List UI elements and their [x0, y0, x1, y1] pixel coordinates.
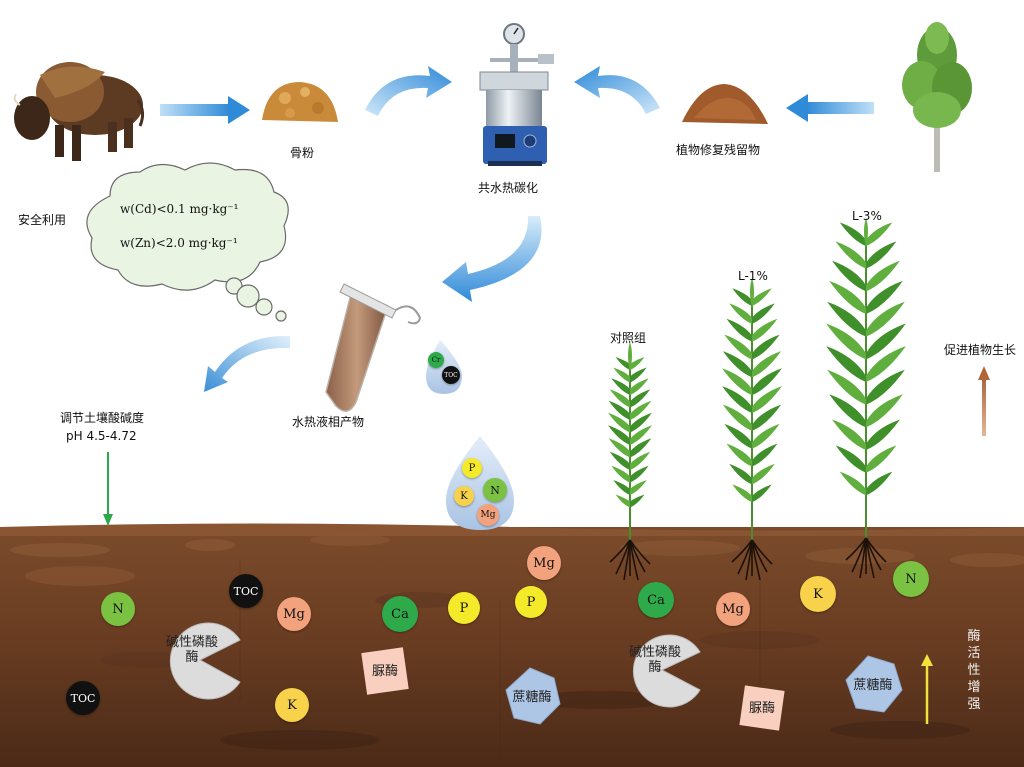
urease-shape-2: [739, 685, 785, 731]
ph-range-label: pH 4.5-4.72: [66, 429, 137, 443]
l1-plant: [722, 278, 782, 581]
element-ball-ca: Ca: [382, 596, 418, 632]
alkaline-phosphatase-text-1: 碱性磷酸酶: [165, 635, 218, 665]
element-ball-mg: Mg: [716, 592, 750, 626]
arrow-bison-to-bone: [160, 96, 250, 124]
urease-text-2: 脲酶: [748, 700, 775, 716]
l3-plant: [826, 218, 906, 579]
plant-residue-label: 植物修复残留物: [676, 143, 761, 157]
ph-down-arrow: [103, 452, 113, 526]
urease-shape-1: [361, 647, 409, 695]
sucrase-text-1: 蔗糖酶: [512, 689, 552, 705]
bison-icon: [13, 62, 145, 161]
element-ball-p: P: [515, 586, 547, 618]
bone-powder-label: 骨粉: [290, 146, 315, 160]
element-ball-n: N: [101, 592, 135, 626]
arrow-tree-to-residue: [786, 94, 874, 122]
sucrase-shape-2: [845, 655, 903, 713]
arrow-liquid-to-ph: [204, 335, 290, 392]
element-ball-k: K: [800, 576, 836, 612]
alkaline-phosphatase-text-2: 碱性磷酸酶: [628, 645, 681, 675]
reactor-icon: [479, 23, 554, 166]
element-ball-n: N: [893, 561, 929, 597]
arrow-reactor-to-liquid: [442, 216, 542, 302]
drop-ball-cr: Cr: [428, 352, 444, 368]
urease-text-1: 脲酶: [371, 663, 398, 679]
element-ball-ca: Ca: [638, 582, 674, 618]
safe-use-label: 安全利用: [18, 213, 67, 227]
element-ball-toc: TOC: [66, 681, 100, 715]
thought-cloud: [86, 162, 289, 322]
enzyme-activity-label: 酶活性增强: [967, 629, 981, 712]
drop-ball-k: K: [454, 486, 474, 506]
centrifuge-tube-icon: [325, 283, 422, 412]
drop-ball-mg: Mg: [477, 504, 499, 526]
alkaline-phosphatase-shape-2: [632, 634, 701, 708]
nutrient-droplet-icon: [446, 436, 514, 530]
co-htc-label: 共水热碳化: [478, 181, 539, 195]
element-ball-p: P: [448, 592, 480, 624]
element-ball-mg: Mg: [527, 546, 561, 580]
promote-growth-label: 促进植物生长: [944, 343, 1017, 357]
liquid-product-label: 水热液相产物: [292, 415, 365, 429]
tree-icon: [902, 22, 972, 172]
l3-label: L-3%: [852, 209, 882, 223]
element-ball-k: K: [275, 688, 309, 722]
arrow-residue-to-reactor: [574, 66, 660, 114]
sucrase-text-2: 蔗糖酶: [853, 677, 893, 693]
control-plant: [608, 342, 652, 581]
element-ball-toc: TOC: [229, 574, 263, 608]
l1-label: L-1%: [738, 269, 768, 283]
cloud-zn-text: w(Zn)<2.0 mg·kg⁻¹: [120, 236, 238, 250]
arrow-bone-to-reactor: [365, 66, 452, 116]
element-ball-mg: Mg: [277, 597, 311, 631]
cloud-cd-text: w(Cd)<0.1 mg·kg⁻¹: [120, 202, 239, 216]
drop-ball-toc: TOC: [442, 366, 460, 384]
sucrase-shape-1: [505, 667, 561, 725]
enzyme-up-arrow: [921, 654, 933, 724]
drop-ball-n: N: [483, 478, 507, 502]
plants-group: [608, 218, 906, 581]
adjust-ph-label: 调节土壤酸碱度: [60, 411, 145, 425]
promote-growth-arrow: [978, 366, 990, 436]
plant-residue-icon: [682, 84, 768, 124]
control-group-label: 对照组: [610, 331, 647, 345]
bone-powder-icon: [262, 82, 338, 122]
alkaline-phosphatase-shape-1: [169, 622, 241, 700]
drop-ball-p: P: [462, 458, 482, 478]
